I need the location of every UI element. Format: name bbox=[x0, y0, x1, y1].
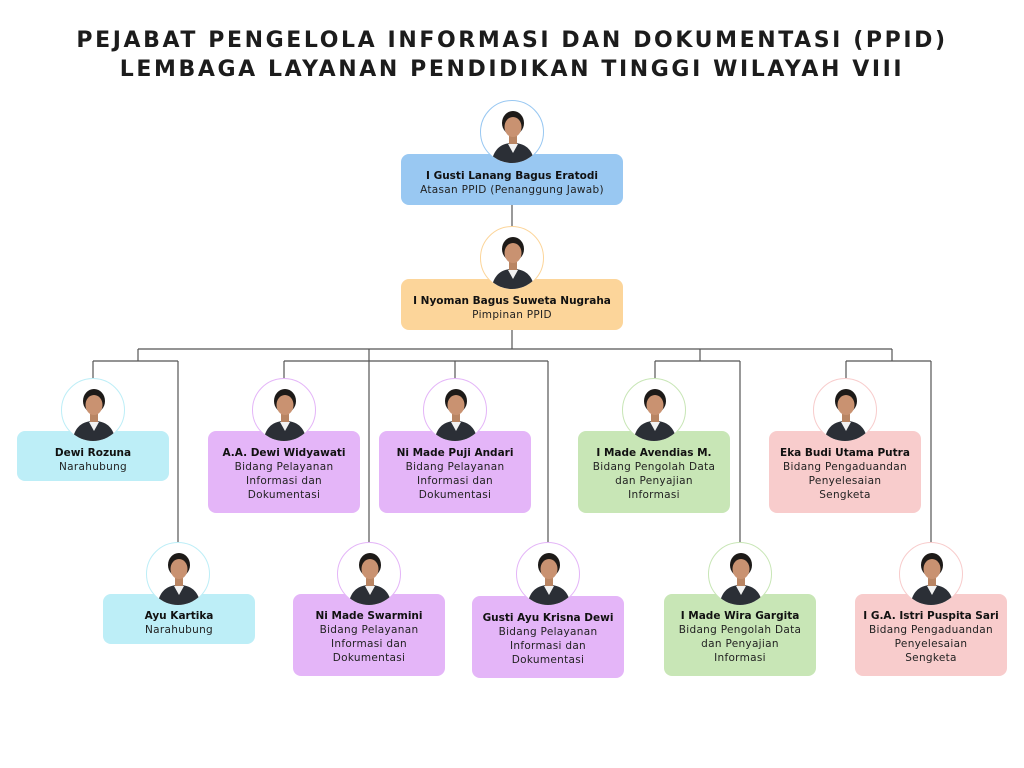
person-name: Ni Made Puji Andari bbox=[396, 447, 514, 459]
avatar-photo bbox=[516, 542, 580, 606]
person-name: I Made Avendias M. bbox=[596, 447, 712, 459]
person-role: Bidang Pengolah Data dan Penyajian Infor… bbox=[678, 624, 802, 664]
card-swarmini: Ni Made Swarmini Bidang Pelayanan Inform… bbox=[293, 594, 445, 676]
person-name: Dewi Rozuna bbox=[54, 447, 132, 459]
title-line-1: PEJABAT PENGELOLA INFORMASI DAN DOKUMENT… bbox=[76, 28, 948, 53]
person-photo-icon bbox=[527, 553, 571, 605]
person-role: Bidang Pelayanan Informasi dan Dokumenta… bbox=[405, 461, 505, 501]
person-name: Gusti Ayu Krisna Dewi bbox=[482, 612, 614, 624]
card-dewi-rozuna: Dewi Rozuna Narahubung bbox=[17, 431, 169, 481]
avatar-photo bbox=[337, 542, 401, 606]
person-role: Bidang Pengolah Data dan Penyajian Infor… bbox=[592, 461, 716, 501]
card-widyawati: A.A. Dewi Widyawati Bidang Pelayanan Inf… bbox=[208, 431, 360, 513]
avatar-photo bbox=[708, 542, 772, 606]
person-name: Ni Made Swarmini bbox=[315, 610, 423, 622]
card-eka-budi: Eka Budi Utama Putra Bidang Pengaduandan… bbox=[769, 431, 921, 513]
avatar-photo bbox=[423, 378, 487, 442]
person-name: I Gusti Lanang Bagus Eratodi bbox=[426, 170, 598, 182]
chart-title: PEJABAT PENGELOLA INFORMASI DAN DOKUMENT… bbox=[0, 26, 1024, 84]
card-puji-andari: Ni Made Puji Andari Bidang Pelayanan Inf… bbox=[379, 431, 531, 513]
person-role: Narahubung bbox=[59, 461, 127, 473]
person-name: I Made Wira Gargita bbox=[680, 610, 800, 622]
person-role: Bidang Pelayanan Informasi dan Dokumenta… bbox=[234, 461, 334, 501]
person-role: Narahubung bbox=[145, 624, 213, 636]
person-photo-icon bbox=[910, 553, 954, 605]
person-photo-icon bbox=[157, 553, 201, 605]
person-role: Bidang Pelayanan Informasi dan Dokumenta… bbox=[319, 624, 419, 664]
card-puspita-sari: I G.A. Istri Puspita Sari Bidang Pengadu… bbox=[855, 594, 1007, 676]
person-role: Atasan PPID (Penanggung Jawab) bbox=[420, 184, 604, 196]
person-name: I G.A. Istri Puspita Sari bbox=[863, 610, 999, 622]
avatar-photo bbox=[146, 542, 210, 606]
title-line-2: LEMBAGA LAYANAN PENDIDIKAN TINGGI WILAYA… bbox=[119, 57, 905, 82]
avatar-photo bbox=[899, 542, 963, 606]
avatar-photo bbox=[252, 378, 316, 442]
person-photo-icon bbox=[719, 553, 763, 605]
person-photo-icon bbox=[72, 389, 116, 441]
card-wira-gargita: I Made Wira Gargita Bidang Pengolah Data… bbox=[664, 594, 816, 676]
card-avendias: I Made Avendias M. Bidang Pengolah Data … bbox=[578, 431, 730, 513]
person-name: Ayu Kartika bbox=[144, 610, 214, 622]
avatar-photo bbox=[813, 378, 877, 442]
person-name: A.A. Dewi Widyawati bbox=[222, 447, 346, 459]
person-photo-icon bbox=[824, 389, 868, 441]
card-krisna-dewi: Gusti Ayu Krisna Dewi Bidang Pelayanan I… bbox=[472, 596, 624, 678]
person-role: Pimpinan PPID bbox=[472, 309, 552, 321]
person-name: I Nyoman Bagus Suweta Nugraha bbox=[413, 295, 611, 307]
person-photo-icon bbox=[263, 389, 307, 441]
person-photo-icon bbox=[633, 389, 677, 441]
avatar-photo bbox=[61, 378, 125, 442]
avatar-photo bbox=[480, 100, 544, 164]
person-photo-icon bbox=[434, 389, 478, 441]
person-photo-icon bbox=[491, 237, 535, 289]
person-photo-icon bbox=[491, 111, 535, 163]
person-name: Eka Budi Utama Putra bbox=[780, 447, 910, 459]
person-photo-icon bbox=[348, 553, 392, 605]
person-role: Bidang Pengaduandan Penyelesaian Sengket… bbox=[869, 624, 993, 664]
person-role: Bidang Pelayanan Informasi dan Dokumenta… bbox=[498, 626, 598, 666]
person-role: Bidang Pengaduandan Penyelesaian Sengket… bbox=[783, 461, 907, 501]
avatar-photo bbox=[622, 378, 686, 442]
avatar-photo bbox=[480, 226, 544, 290]
